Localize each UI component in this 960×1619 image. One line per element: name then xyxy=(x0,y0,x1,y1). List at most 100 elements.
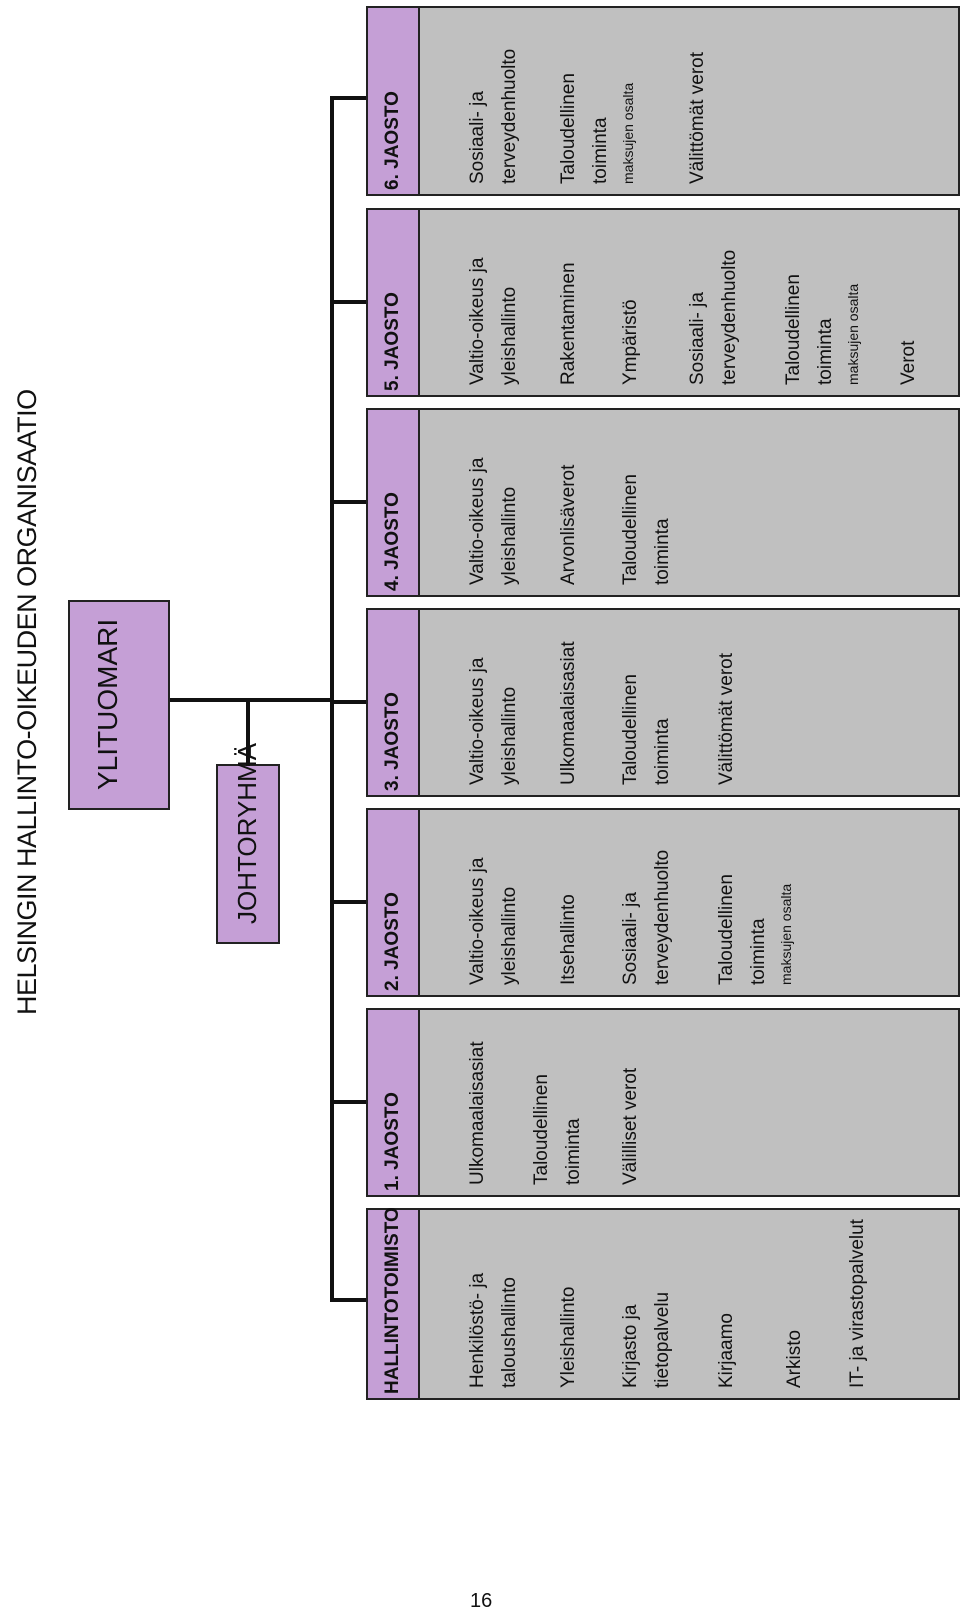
unit-item: IT- ja virastopalvelut xyxy=(842,1219,874,1388)
unit-header-2: 2. JAOSTO xyxy=(366,808,420,997)
unit-item-line: Välittömät verot xyxy=(716,653,737,785)
unit-item-line: Ulkomaalaisasiat xyxy=(467,1041,488,1185)
unit-body-0 xyxy=(420,1208,960,1400)
unit-item-line: yleishallinto xyxy=(499,286,520,385)
unit-header-6: 6. JAOSTO xyxy=(366,6,420,196)
connector-johtoryhma xyxy=(246,698,250,766)
unit-item: Verot xyxy=(893,341,925,385)
unit-item-line: Taloudellinen xyxy=(558,73,579,184)
unit-item: Taloudellinen toiminta xyxy=(526,1074,590,1185)
unit-body-1 xyxy=(420,1008,960,1197)
unit-item: Välilliset verot xyxy=(615,1068,647,1185)
ylituomari-box: YLITUOMARI xyxy=(68,600,170,810)
unit-item-line: Taloudellinen xyxy=(620,474,641,585)
unit-item-line: toiminta xyxy=(563,1118,584,1185)
unit-item-note: maksujen osalta xyxy=(778,883,794,985)
unit-item-line: Ulkomaalaisasiat xyxy=(558,641,579,785)
unit-item-line: Verot xyxy=(898,340,919,385)
unit-item-line: Taloudellinen xyxy=(620,674,641,785)
unit-item-line: taloushallinto xyxy=(499,1277,520,1388)
johtoryhma-box: JOHTORYHMÄ xyxy=(216,743,280,944)
unit-item-line: yleishallinto xyxy=(499,686,520,785)
unit-body-3 xyxy=(420,608,960,797)
unit-item-line: Valtio-oikeus ja xyxy=(467,657,488,785)
unit-item: Ulkomaalaisasiat xyxy=(462,1041,494,1185)
unit-body-6 xyxy=(420,6,960,196)
unit-header-5: 5. JAOSTO xyxy=(366,208,420,397)
connector-unit-1 xyxy=(330,1100,368,1104)
unit-item: Taloudellinen toiminta xyxy=(615,474,679,585)
unit-item-line: Valtio-oikeus ja xyxy=(467,457,488,585)
unit-body-4 xyxy=(420,408,960,597)
unit-header-1: 1. JAOSTO xyxy=(366,1008,420,1197)
unit-item-line: yleishallinto xyxy=(499,886,520,985)
unit-item: Rakentaminen xyxy=(553,262,585,385)
unit-item-line: Taloudellinen xyxy=(716,874,737,985)
unit-item: Arkisto xyxy=(779,1330,811,1388)
unit-item: Välittömät verot xyxy=(711,653,743,785)
unit-item: Taloudellinen toiminta xyxy=(615,674,679,785)
unit-name: 3. JAOSTO xyxy=(382,692,403,791)
unit-item-line: Arvonlisäverot xyxy=(558,464,579,585)
unit-item: Yleishallinto xyxy=(553,1287,585,1388)
unit-item: Ympäristö xyxy=(615,299,647,385)
unit-item: Valtio-oikeus ja yleishallinto xyxy=(462,458,526,585)
unit-item: Välittömät verot xyxy=(682,52,714,184)
unit-item-line: Sosiaali- ja xyxy=(687,292,708,385)
unit-item-line: Yleishallinto xyxy=(558,1286,579,1388)
unit-item-line: Ympäristö xyxy=(620,299,641,385)
unit-header-3: 3. JAOSTO xyxy=(366,608,420,797)
ylituomari-label: YLITUOMARI xyxy=(92,618,123,790)
connector-unit-6 xyxy=(330,96,368,100)
unit-item-line: Rakentaminen xyxy=(558,262,579,385)
unit-item-line: Arkisto xyxy=(784,1329,805,1388)
unit-item-line: IT- ja virastopalvelut xyxy=(847,1219,868,1388)
unit-item-line: Taloudellinen xyxy=(531,1074,552,1185)
unit-item: Ulkomaalaisasiat xyxy=(553,641,585,785)
connector-unit-4 xyxy=(330,500,368,504)
unit-header-4: 4. JAOSTO xyxy=(366,408,420,597)
unit-item-line: Valtio-oikeus ja xyxy=(467,257,488,385)
unit-item-line: toiminta xyxy=(815,318,836,385)
connector-unit-3 xyxy=(330,700,368,704)
unit-item-line: yleishallinto xyxy=(499,486,520,585)
unit-item: Valtio-oikeus ja yleishallinto xyxy=(462,658,526,785)
unit-item-line: Sosiaali- ja xyxy=(467,91,488,184)
unit-item-line: Valtio-oikeus ja xyxy=(467,857,488,985)
unit-item: Arvonlisäverot xyxy=(553,465,585,585)
connector-unit-2 xyxy=(330,900,368,904)
unit-item: Taloudellinen toiminta maksujen osalta xyxy=(778,274,864,385)
unit-item-line: Kirjaamo xyxy=(716,1313,737,1388)
unit-item-line: terveydenhuolto xyxy=(499,48,520,184)
unit-item: Sosiaali- ja terveydenhuolto xyxy=(682,250,746,385)
johtoryhma-label: JOHTORYHMÄ xyxy=(232,742,262,924)
spine-line xyxy=(330,98,334,1300)
unit-item-line: toiminta xyxy=(748,918,769,985)
connector-unit-5 xyxy=(330,300,368,304)
unit-header-0: HALLINTOTOIMISTO xyxy=(366,1207,420,1400)
page-number: 16 xyxy=(470,1590,493,1612)
unit-item: Itsehallinto xyxy=(553,894,585,985)
unit-name: 4. JAOSTO xyxy=(382,492,403,591)
unit-item-line: terveydenhuolto xyxy=(719,249,740,385)
unit-item-line: toiminta xyxy=(652,518,673,585)
unit-item-note: maksujen osalta xyxy=(845,283,861,385)
unit-name: 6. JAOSTO xyxy=(382,91,403,190)
unit-item-line: terveydenhuolto xyxy=(652,849,673,985)
unit-item-line: toiminta xyxy=(590,117,611,184)
unit-item-line: Taloudellinen xyxy=(783,274,804,385)
connector-unit-0 xyxy=(330,1298,368,1302)
unit-item-line: Välilliset verot xyxy=(620,1067,641,1185)
unit-body-2 xyxy=(420,808,960,997)
unit-name: 2. JAOSTO xyxy=(382,892,403,991)
unit-item-line: Välittömät verot xyxy=(687,52,708,184)
unit-item-line: tietopalvelu xyxy=(652,1291,673,1388)
unit-item-line: toiminta xyxy=(652,718,673,785)
unit-item: Taloudellinen toiminta maksujen osalta xyxy=(711,874,797,985)
unit-item: Sosiaali- ja terveydenhuolto xyxy=(462,49,526,184)
unit-item: Valtio-oikeus ja yleishallinto xyxy=(462,258,526,385)
